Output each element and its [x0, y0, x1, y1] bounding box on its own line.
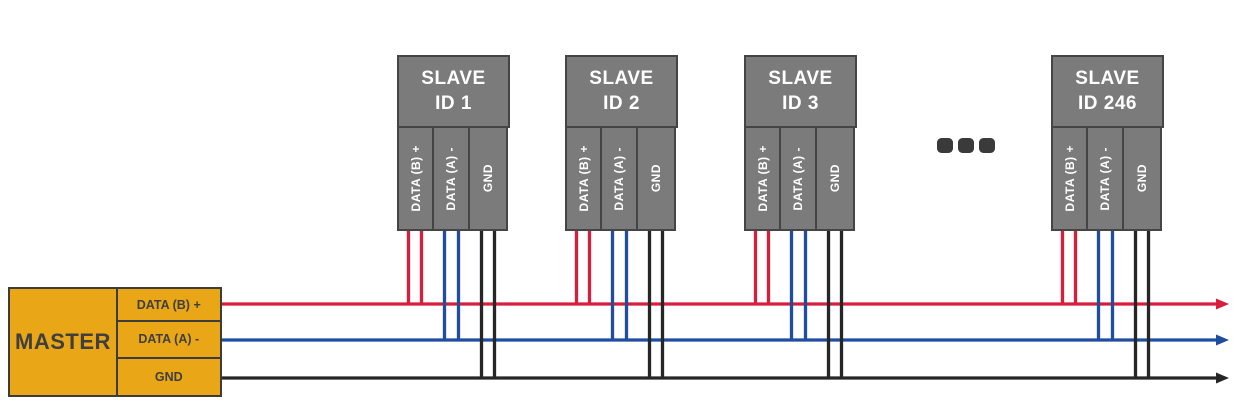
terminal-data-b-plus: DATA (B) +: [1051, 125, 1088, 231]
dot: [937, 138, 953, 153]
slave-title-line2: ID 3: [782, 92, 819, 114]
terminal-gnd: GND: [467, 125, 508, 231]
slave-title: SLAVE ID 246: [1051, 55, 1164, 128]
slave-terminals: DATA (B) + DATA (A) - GND: [1051, 125, 1164, 231]
slave-title-line1: SLAVE: [421, 67, 486, 89]
slave-terminals: DATA (B) + DATA (A) - GND: [565, 125, 678, 231]
terminal-gnd: GND: [814, 125, 855, 231]
slave-box-id-3: SLAVE ID 3 DATA (B) + DATA (A) - GND: [744, 55, 857, 231]
continuation-dots: [937, 138, 995, 153]
slave-terminals: DATA (B) + DATA (A) - GND: [744, 125, 857, 231]
arrow-data-a-minus: [1216, 334, 1229, 346]
terminal-data-a-minus: DATA (A) -: [599, 125, 638, 231]
master-terminal-data-b-plus: DATA (B) +: [115, 287, 222, 322]
arrow-data-b-plus: [1216, 298, 1229, 310]
terminal-data-a-minus: DATA (A) -: [1085, 125, 1124, 231]
slave-title-line2: ID 246: [1078, 92, 1137, 114]
slave-title-line1: SLAVE: [1075, 67, 1140, 89]
dot: [958, 138, 974, 153]
terminal-gnd: GND: [635, 125, 676, 231]
terminal-data-a-minus: DATA (A) -: [431, 125, 470, 231]
arrow-gnd: [1216, 372, 1229, 384]
master-box: MASTER DATA (B) + DATA (A) - GND: [8, 287, 222, 397]
slave-title-line1: SLAVE: [768, 67, 833, 89]
slave-title: SLAVE ID 1: [397, 55, 510, 128]
slave-terminals: DATA (B) + DATA (A) - GND: [397, 125, 510, 231]
terminal-data-a-minus: DATA (A) -: [778, 125, 817, 231]
slave-title-line2: ID 1: [435, 92, 472, 114]
master-terminal-gnd: GND: [115, 356, 222, 397]
terminal-data-b-plus: DATA (B) +: [744, 125, 781, 231]
terminal-data-b-plus: DATA (B) +: [397, 125, 434, 231]
master-terminal-data-a-minus: DATA (A) -: [115, 319, 222, 359]
master-label: MASTER: [8, 287, 118, 397]
slave-title: SLAVE ID 2: [565, 55, 678, 128]
slave-box-id-246: SLAVE ID 246 DATA (B) + DATA (A) - GND: [1051, 55, 1164, 231]
slave-box-id-1: SLAVE ID 1 DATA (B) + DATA (A) - GND: [397, 55, 510, 231]
slave-title-line2: ID 2: [603, 92, 640, 114]
master-terminals: DATA (B) + DATA (A) - GND: [115, 287, 222, 397]
slave-box-id-2: SLAVE ID 2 DATA (B) + DATA (A) - GND: [565, 55, 678, 231]
dot: [979, 138, 995, 153]
slave-title: SLAVE ID 3: [744, 55, 857, 128]
terminal-gnd: GND: [1121, 125, 1162, 231]
slave-title-line1: SLAVE: [589, 67, 654, 89]
terminal-data-b-plus: DATA (B) +: [565, 125, 602, 231]
